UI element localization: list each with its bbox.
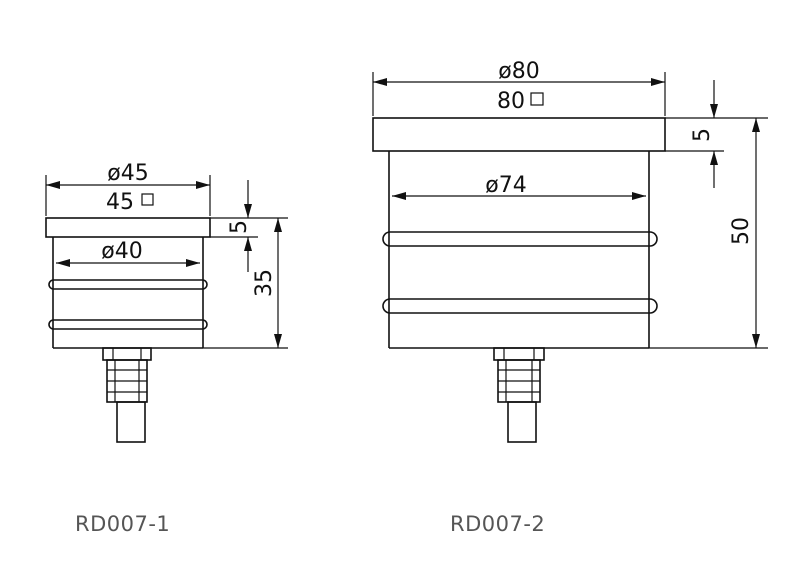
rd007-1-flange-thickness-label: 5: [227, 220, 252, 234]
rd007-1-flange: [45, 217, 211, 238]
rd007-2-body: ø74: [382, 151, 658, 349]
rd007-2-outer-diameter-label: ø80: [498, 59, 539, 84]
rd007-1-drawing: ø45 45 ø40: [45, 161, 288, 443]
rd007-2-height-dimensions: 5 50: [649, 80, 768, 349]
rd007-1-body: ø40: [48, 237, 208, 349]
rd007-2-drawing: ø80 80 ø74: [372, 59, 768, 443]
rd007-2-o-ring-lower: [382, 298, 658, 314]
square-symbol-icon: [141, 193, 154, 206]
rd007-2-inner-diameter-label: ø74: [485, 173, 526, 198]
rd007-2-total-height-label: 50: [729, 217, 754, 245]
rd007-1-total-height-label: 35: [252, 269, 277, 297]
rd007-1-outer-diameter-label: ø45: [107, 161, 148, 186]
rd007-1-height-dimensions: 5 35: [203, 180, 288, 349]
rd007-1-cable-gland: [102, 347, 152, 443]
rd007-2-flange-thickness-label: 5: [690, 128, 715, 142]
rd007-2-cable-gland: [493, 347, 545, 443]
square-symbol-icon: [530, 92, 544, 106]
model-name-rd007-2: RD007-2: [450, 512, 546, 536]
rd007-1-diameter-dimension: ø45 45: [45, 161, 211, 216]
rd007-2-outer-square-label: 80: [497, 89, 525, 114]
rd007-1-o-ring-upper: [48, 279, 208, 290]
rd007-1-outer-square-label: 45: [106, 190, 134, 215]
rd007-1-o-ring-lower: [48, 319, 208, 330]
model-name-rd007-1: RD007-1: [75, 512, 171, 536]
rd007-2-o-ring-upper: [382, 231, 658, 247]
rd007-2-diameter-dimension: ø80 80: [372, 59, 666, 116]
rd007-1-inner-diameter-label: ø40: [101, 239, 142, 264]
rd007-2-flange: [372, 117, 666, 152]
